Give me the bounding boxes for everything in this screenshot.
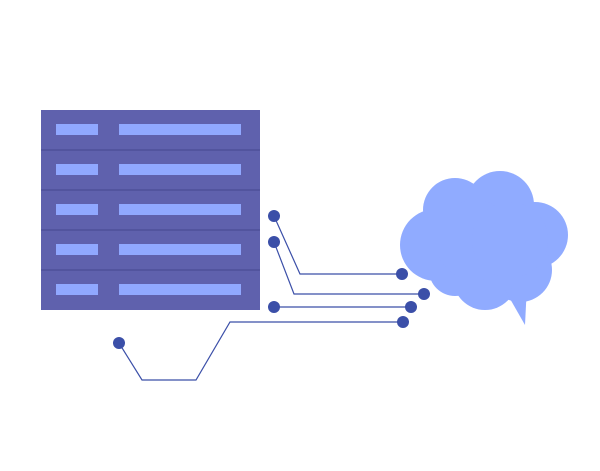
cell-key (56, 124, 98, 135)
cell-value (119, 124, 241, 135)
cell-value (119, 164, 241, 175)
connector-lines (118, 215, 424, 381)
connector-node (418, 288, 430, 300)
table-row-3 (41, 189, 260, 215)
thought-cloud-icon (400, 171, 568, 325)
cloud-tail (505, 285, 527, 325)
connector-node (268, 301, 280, 313)
table-row-5 (41, 269, 260, 295)
connector-2 (273, 241, 424, 295)
connector-node (268, 210, 280, 222)
connector-node (268, 236, 280, 248)
table-row-1 (56, 124, 241, 135)
connector-node (396, 268, 408, 280)
table-row-4 (41, 229, 260, 255)
cell-value (119, 204, 241, 215)
cell-key (56, 244, 98, 255)
connector-node (397, 316, 409, 328)
cell-value (119, 244, 241, 255)
cloud-lobe (472, 202, 548, 278)
connector-node (113, 337, 125, 349)
connector-4 (118, 321, 403, 381)
connector-nodes (113, 210, 430, 349)
table-row-2 (41, 149, 260, 175)
database-table-icon (41, 110, 260, 310)
cell-key (56, 284, 98, 295)
cell-key (56, 164, 98, 175)
connector-node (405, 301, 417, 313)
cell-key (56, 204, 98, 215)
connector-1 (273, 215, 402, 275)
cell-value (119, 284, 241, 295)
